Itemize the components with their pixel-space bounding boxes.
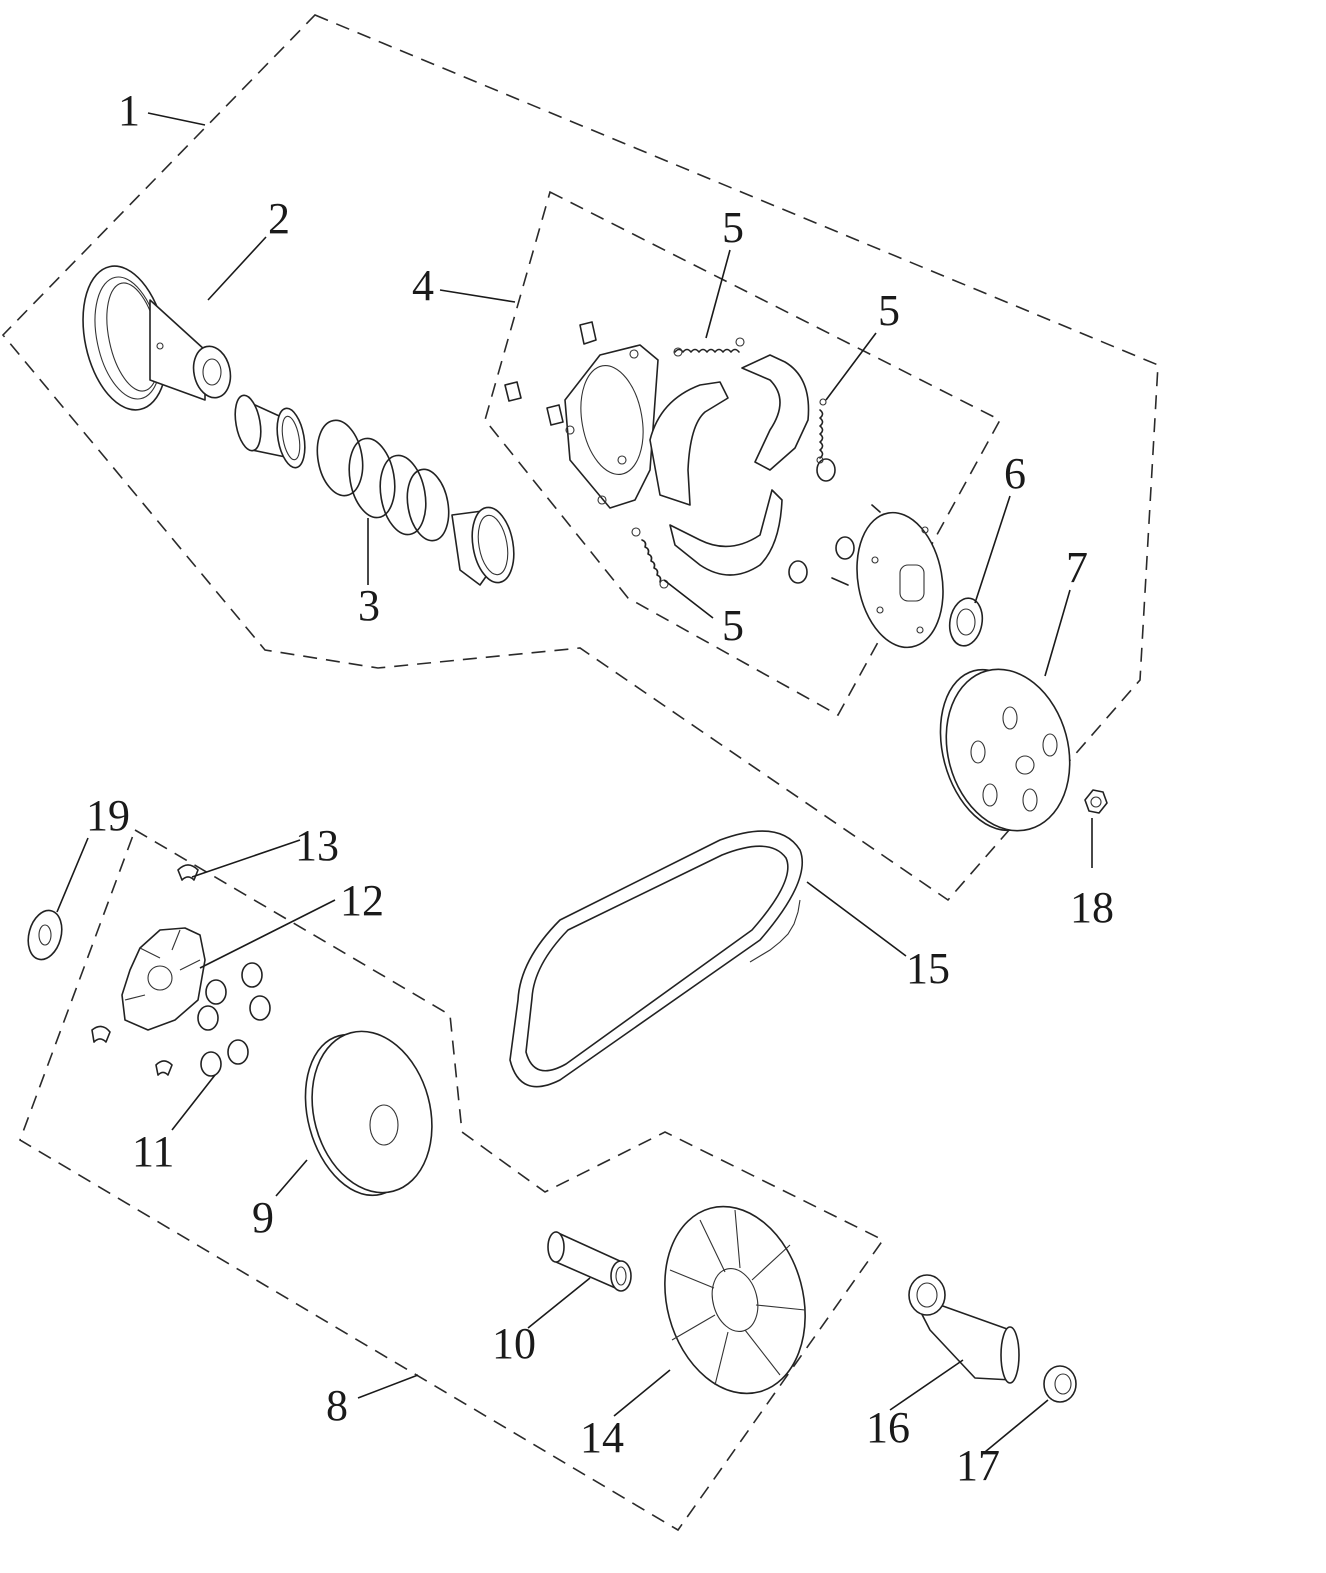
- part-18-nut: [1084, 789, 1108, 814]
- part-3-spring: [316, 419, 450, 542]
- callout-3: 3: [358, 581, 380, 630]
- assembly-4-boundary: [484, 190, 1002, 717]
- spring-seat: [451, 506, 515, 586]
- part-12-ramp-plate: [121, 927, 206, 1031]
- callout-18: 18: [1070, 883, 1114, 932]
- part-2-driven-pulley: [82, 265, 232, 411]
- part-7-clutch-bell: [939, 668, 1071, 832]
- assembly-8-boundary: [19, 828, 885, 1532]
- callout-7: 7: [1066, 543, 1088, 592]
- callout-4: 4: [412, 261, 434, 310]
- callout-8: 8: [326, 1381, 348, 1430]
- part-17-nut: [1043, 1365, 1077, 1403]
- part-5-spring-c: [631, 527, 669, 589]
- leader-lines: [56, 112, 1093, 1453]
- slider-clip-c: [155, 1060, 173, 1076]
- callout-5-right: 5: [878, 286, 900, 335]
- part-13-slider: [177, 864, 199, 881]
- callout-5-top: 5: [722, 203, 744, 252]
- callout-6: 6: [1004, 449, 1026, 498]
- assembly-1-boundary: [1, 14, 1159, 902]
- callout-15: 15: [906, 944, 950, 993]
- collar: [234, 394, 306, 469]
- callout-11: 11: [132, 1127, 174, 1176]
- callout-12: 12: [340, 876, 384, 925]
- part-16-bushing: [908, 1274, 1020, 1384]
- callout-17: 17: [956, 1441, 1000, 1490]
- part-9-drive-face: [304, 1030, 433, 1197]
- callout-10: 10: [492, 1319, 536, 1368]
- part-5-spring-a: [673, 337, 745, 357]
- callout-2: 2: [268, 194, 290, 243]
- callout-5-bottom: 5: [722, 601, 744, 650]
- slider-clip-b: [91, 1025, 111, 1043]
- callout-9: 9: [252, 1193, 274, 1242]
- part-11-rollers: [197, 962, 271, 1077]
- part-15-belt: [509, 830, 804, 1088]
- part-6-nut: [948, 597, 984, 647]
- part-14-fan: [664, 1205, 806, 1395]
- callout-13: 13: [295, 821, 339, 870]
- part-5-spring-b: [816, 398, 827, 464]
- callout-1: 1: [118, 86, 140, 135]
- part-19-washer: [27, 909, 63, 961]
- part-4-clutch-assembly: [504, 321, 944, 649]
- part-10-sleeve: [547, 1231, 632, 1292]
- callout-14: 14: [580, 1413, 624, 1462]
- callout-19: 19: [86, 791, 130, 840]
- callout-16: 16: [866, 1403, 910, 1452]
